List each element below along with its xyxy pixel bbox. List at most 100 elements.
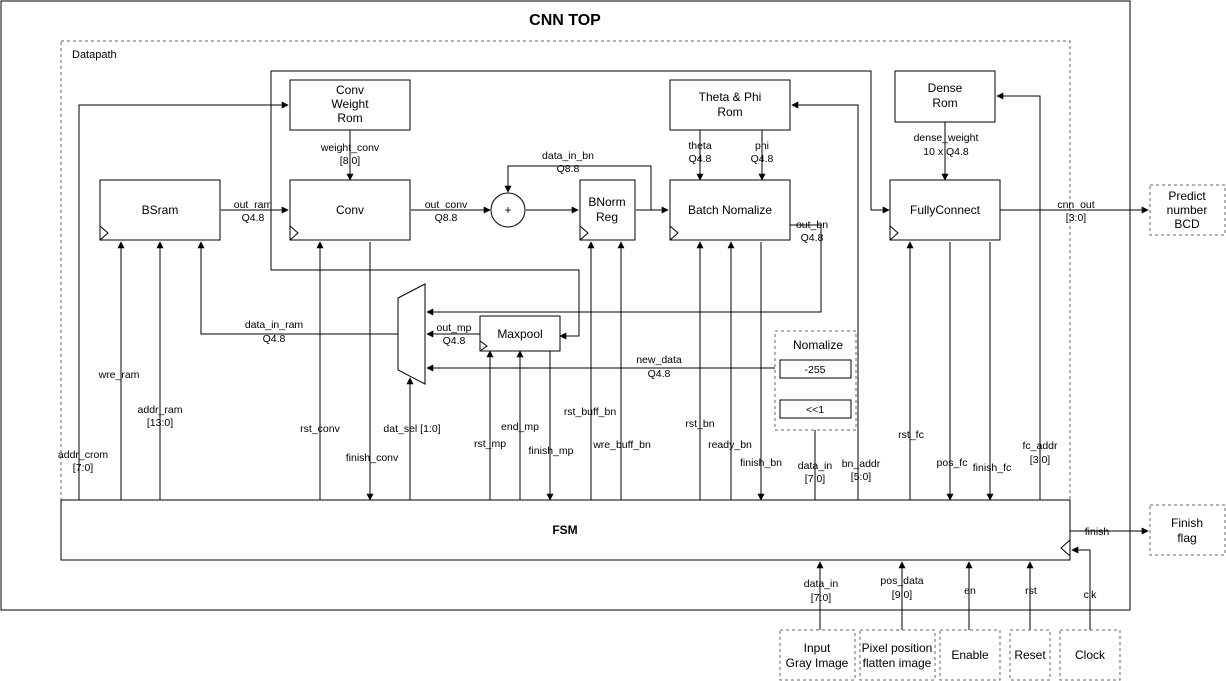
- dense-rom: [894, 70, 996, 123]
- maxpool-block: [479, 315, 561, 352]
- bnorm-reg-clock-mark: [579, 225, 589, 241]
- sig-finish-fc: finish_fc: [973, 462, 1012, 474]
- batch-normalize-block: [669, 179, 791, 241]
- sig-bn-addr-2: [5:0]: [851, 471, 872, 483]
- diagram-title: CNN TOP: [529, 12, 601, 29]
- predict-label-2: number: [1167, 203, 1208, 217]
- sig-finish: finish: [1085, 526, 1110, 538]
- fsm-block: [60, 499, 1071, 561]
- fsm-clock-mark: [1060, 539, 1071, 557]
- sig-rst-mp: rst_mp: [474, 438, 506, 450]
- fsm-label: FSM: [552, 523, 577, 537]
- datapath-region: [60, 40, 1071, 502]
- sig-ext-clk: clk: [1084, 589, 1098, 601]
- batch-normalize-label: Batch Nomalize: [688, 203, 772, 217]
- wire-data-in-ram: [197, 241, 398, 335]
- batch-normalize-clock-mark: [669, 225, 679, 241]
- sig-data-in-norm-2: [7:0]: [805, 473, 826, 485]
- reset-box: [1009, 629, 1051, 681]
- sig-wre-ram: wre_ram: [98, 369, 140, 381]
- conv-weight-rom-label-1: Conv: [336, 83, 364, 97]
- sig-out-conv-1: out_conv: [425, 199, 468, 211]
- maxpool-label: Maxpool: [497, 327, 542, 341]
- sig-dense-weight-2: 10 x Q4.8: [923, 146, 969, 158]
- pixel-position-label-2: flatten image: [863, 656, 932, 670]
- data-mux: [397, 283, 426, 385]
- sig-cnn-out-1: cnn_out: [1057, 199, 1094, 211]
- pixel-position-label-1: Pixel position: [862, 641, 933, 655]
- input-image-label-2: Gray Image: [786, 656, 849, 670]
- wire-out-bn: [426, 224, 822, 316]
- normalize-group-label: Nomalize: [793, 338, 843, 352]
- input-image-box: [779, 629, 856, 681]
- predict-output-box: [1149, 184, 1226, 236]
- conv-clock-mark: [289, 225, 299, 241]
- finish-flag-box: [1149, 504, 1226, 556]
- theta-phi-rom-label-1: Theta & Phi: [699, 90, 762, 104]
- sig-dense-weight-1: dense_weight: [914, 132, 979, 144]
- finish-flag-label-1: Finish: [1171, 516, 1203, 530]
- bsram-block: [99, 179, 221, 241]
- conv-weight-rom-label-2: Weight: [331, 97, 369, 111]
- sig-rst-fc: rst_fc: [898, 429, 924, 441]
- sig-fc-addr-2: [3:0]: [1030, 454, 1051, 466]
- sig-addr-ram-1: addr_ram: [138, 404, 183, 416]
- fully-connect-block: [889, 179, 1001, 241]
- sig-weight-conv-1: weight_conv: [320, 142, 380, 154]
- sig-end-mp: end_mp: [501, 421, 539, 433]
- datapath-label: Datapath: [72, 49, 117, 61]
- sig-cnn-out-2: [3:0]: [1066, 212, 1087, 224]
- sig-dat-sel: dat_sel [1:0]: [383, 423, 440, 435]
- sig-out-mp-1: out_mp: [436, 322, 471, 334]
- sig-rst-conv: rst_conv: [300, 423, 340, 435]
- shift-left-block: [779, 399, 852, 419]
- dense-rom-label-1: Dense: [928, 81, 963, 95]
- sig-theta-2: Q4.8: [689, 153, 712, 165]
- sig-finish-mp: finish_mp: [529, 445, 574, 457]
- conv-weight-rom: [289, 79, 411, 131]
- wire-top-loop: [270, 70, 890, 270]
- sig-phi-1: phi: [755, 140, 769, 152]
- sig-out-ram-1: out_ram: [234, 199, 273, 211]
- bnorm-reg-label-2: Reg: [596, 210, 618, 224]
- sig-ext-pos-data-1: pos_data: [880, 575, 923, 587]
- clock-box: [1059, 629, 1121, 681]
- sig-new-data-2: Q4.8: [648, 368, 671, 380]
- bsram-clock-mark: [99, 225, 109, 241]
- adder-symbol: +: [504, 203, 511, 217]
- sig-new-data-1: new_data: [636, 354, 682, 366]
- enable-label: Enable: [951, 648, 989, 662]
- bnorm-reg-block: [579, 179, 636, 241]
- enable-box: [939, 629, 1001, 681]
- sig-data-in-bn-2: Q8.8: [557, 163, 580, 175]
- fully-connect-clock-mark: [889, 225, 899, 241]
- sig-data-in-norm-1: data_in: [798, 460, 833, 472]
- finish-flag-label-2: flag: [1177, 531, 1196, 545]
- sig-pos-fc: pos_fc: [937, 457, 968, 469]
- sig-wre-buff-bn: wre_buff_bn: [592, 439, 651, 451]
- bnorm-reg-label-1: BNorm: [588, 195, 625, 209]
- shift-left-label: <<1: [806, 404, 824, 416]
- sig-finish-bn: finish_bn: [740, 457, 782, 469]
- theta-phi-rom: [669, 79, 791, 131]
- sig-data-in-bn-1: data_in_bn: [542, 150, 594, 162]
- sig-theta-1: theta: [688, 140, 712, 152]
- maxpool-clock-mark: [479, 340, 488, 352]
- sig-rst-bn: rst_bn: [685, 418, 714, 430]
- sig-ext-data-in-2: [7:0]: [811, 592, 832, 604]
- sig-out-conv-2: Q8.8: [435, 212, 458, 224]
- clock-label: Clock: [1075, 648, 1106, 662]
- sig-data-in-ram-2: Q4.8: [263, 333, 286, 345]
- sig-addr-crom-1: addr_crom: [58, 449, 108, 461]
- input-image-label-1: Input: [804, 641, 831, 655]
- fully-connect-label: FullyConnect: [910, 203, 981, 217]
- sig-finish-conv: finish_conv: [346, 452, 399, 464]
- adder-node: [490, 192, 526, 228]
- sig-ext-rst: rst: [1025, 585, 1037, 597]
- sig-out-bn-1: out_bn: [796, 219, 828, 231]
- conv-label: Conv: [336, 203, 364, 217]
- theta-phi-rom-label-2: Rom: [717, 105, 742, 119]
- sig-ext-pos-data-2: [9:0]: [892, 589, 913, 601]
